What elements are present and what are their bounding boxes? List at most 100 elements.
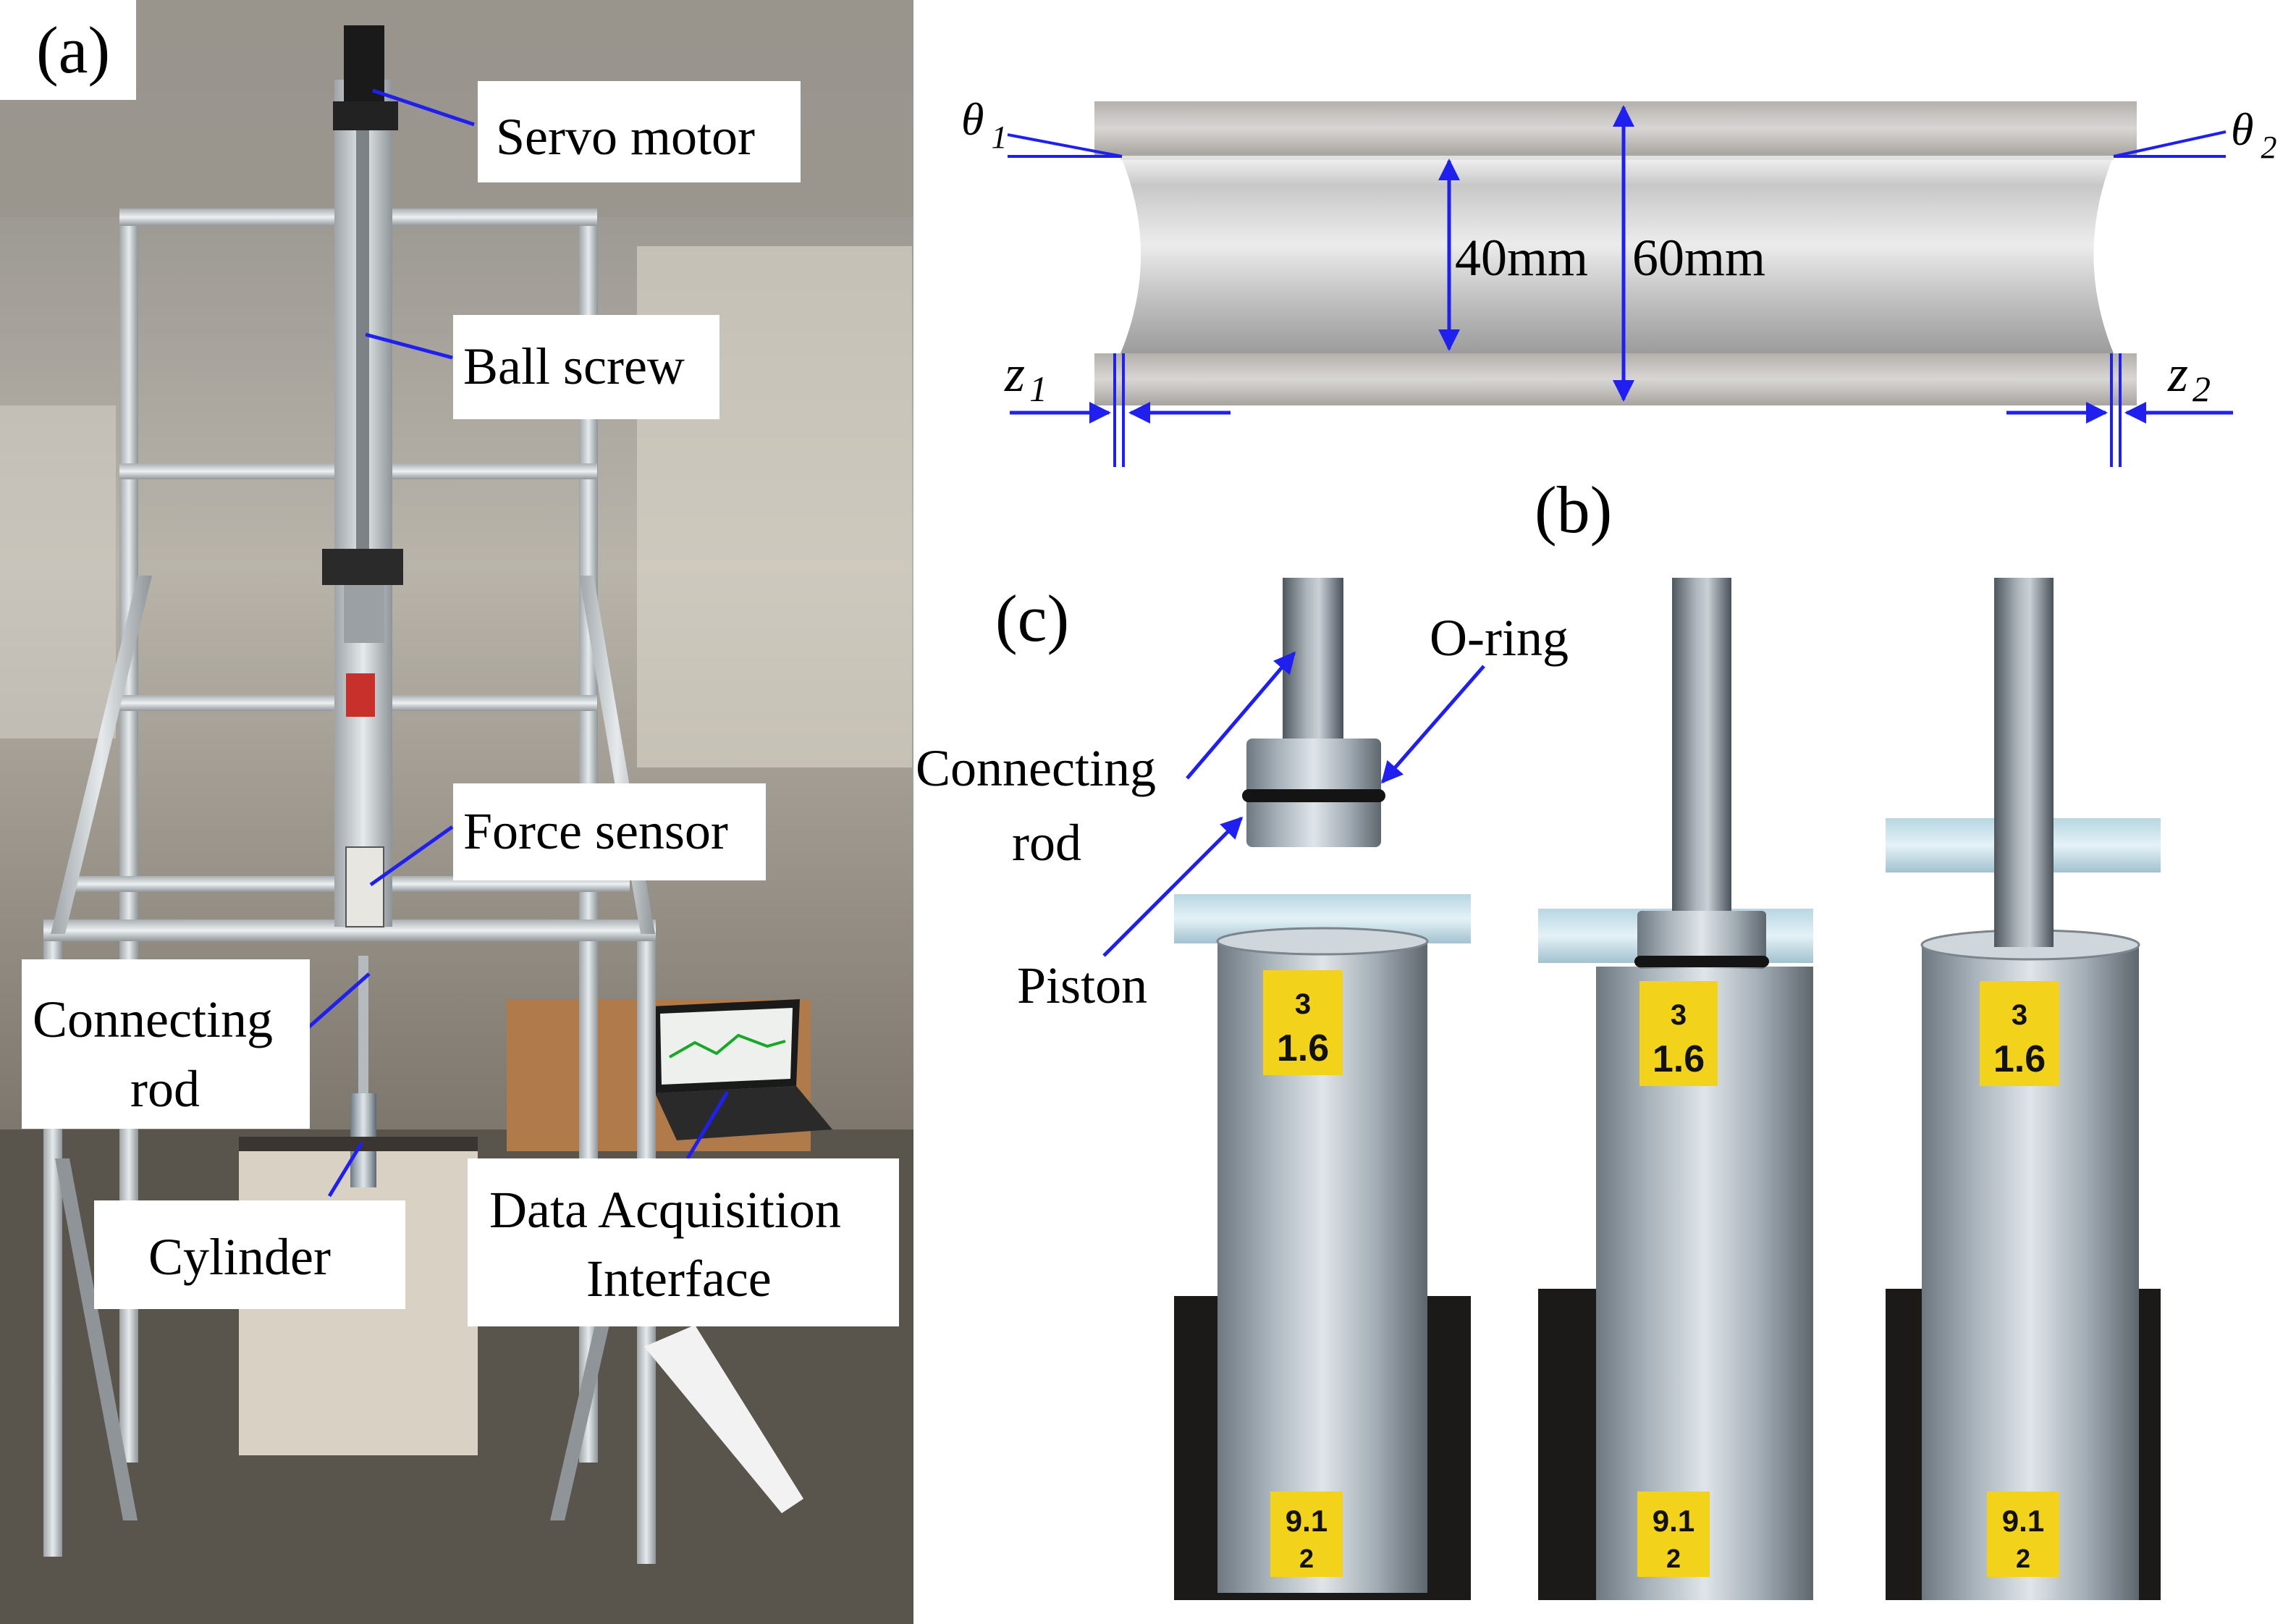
panel-b-label: (b) (1535, 473, 1612, 547)
cylinder-top-rim (1216, 927, 1429, 956)
cylinder-photo-1: 3 1.6 9.1 2 (1174, 894, 1471, 1600)
tag-bottom-line1: 9.1 (2002, 1504, 2044, 1538)
callout-box (478, 81, 801, 182)
callout-force-sensor: Force sensor (453, 783, 766, 880)
callout-box (453, 315, 719, 419)
tag-bottom (1987, 1492, 2059, 1577)
z1-sub: 1 (1029, 369, 1047, 409)
tag-top-line2: 1.6 (1277, 1027, 1329, 1069)
inner-diameter-label: 40mm (1455, 229, 1588, 287)
callout-servo-motor: Servo motor (478, 81, 801, 182)
o-ring (1242, 789, 1385, 802)
connecting-rod (1994, 578, 2054, 947)
cylinder-leader (327, 1141, 364, 1198)
carriage-plate (322, 549, 403, 585)
callout-daq: Data Acquisition Interface (468, 1158, 899, 1326)
laptop-keyboard (655, 1086, 832, 1140)
cylinder-photo-3: 3 1.6 9.1 2 (1886, 578, 2161, 1600)
theta2-base: θ (2231, 104, 2253, 155)
connecting-rod-label-line1: Connecting (33, 990, 273, 1048)
z2-sub: 2 (2192, 369, 2211, 409)
pc-connecting-rod-arrow (1186, 651, 1296, 780)
callout-ball-screw: Ball screw (453, 315, 719, 419)
tag-bottom-line2: 2 (1299, 1544, 1314, 1573)
panel-c-label: (c) (995, 581, 1069, 655)
daq-leader (685, 1090, 730, 1160)
sleeve-bore (1120, 156, 2114, 353)
tag-top-line1: 3 (1295, 988, 1311, 1020)
servo-motor-label: Servo motor (496, 108, 755, 166)
callout-box (94, 1200, 405, 1309)
theta1-base: θ (961, 93, 984, 145)
window-blur-left (0, 405, 116, 739)
bore-right-cutout (2093, 156, 2137, 353)
pc-connecting-rod-line2: rod (1012, 814, 1081, 872)
force-sensor-label: Force sensor (463, 802, 728, 860)
callout-connecting-rod: Connecting rod (22, 959, 310, 1129)
tag-bottom-line2: 2 (2016, 1544, 2030, 1573)
connecting-rod-photo (358, 956, 368, 1093)
piston-label: Piston (1017, 956, 1147, 1014)
callout-box (453, 783, 766, 880)
tag-bottom-line1: 9.1 (1286, 1504, 1328, 1538)
ball-screw-shaft (356, 130, 369, 565)
panel-a-callout-lines (306, 88, 730, 1198)
tag-top-line2: 1.6 (1653, 1038, 1705, 1080)
tag-bottom-line1: 9.1 (1653, 1504, 1694, 1538)
ball-screw-label: Ball screw (463, 337, 685, 395)
connecting-rod-label-line2: rod (130, 1060, 200, 1118)
sleeve-top-wall (1094, 101, 2137, 156)
tag-top-line1: 3 (2012, 999, 2027, 1031)
daq-label-line1: Data Acquisition (489, 1181, 841, 1239)
servo-motor-mount (333, 101, 398, 130)
o-ring-label: O-ring (1430, 609, 1569, 667)
z2-base: z (2167, 345, 2188, 403)
tag-top (1639, 981, 1718, 1086)
piston-assembly (1242, 578, 1385, 847)
daq-label-line2: Interface (586, 1250, 772, 1308)
piston-arrow (1102, 816, 1244, 957)
callout-box (468, 1158, 899, 1326)
stand-leg (644, 1325, 803, 1513)
piston-rod (1283, 578, 1343, 741)
ball-screw-leader (365, 332, 453, 360)
tag-bottom-line2: 2 (1666, 1544, 1681, 1573)
outer-diameter-label: 60mm (1632, 229, 1765, 287)
theta2-sub: 2 (2261, 130, 2276, 165)
panel-a-label: (a) (36, 13, 110, 87)
frame-brace (55, 1158, 138, 1520)
coupler-red (346, 673, 375, 717)
bore-top-edge (1120, 156, 2114, 160)
tag-bottom (1637, 1492, 1710, 1577)
o-ring-arrow (1381, 665, 1485, 784)
tag-top (1263, 970, 1343, 1075)
laptop-graph (669, 1033, 786, 1059)
carriage-block (344, 585, 384, 643)
bore-left-cutout (1094, 156, 1141, 353)
sleeve-bottom-wall (1094, 353, 2137, 405)
frame-brace (51, 576, 152, 934)
panel-a-label-bg (0, 0, 136, 100)
table-top (239, 1137, 478, 1151)
piston-body (1637, 911, 1766, 969)
z1-base: z (1004, 345, 1025, 403)
callout-box (22, 959, 310, 1129)
cylinder-photo-2: 3 1.6 9.1 2 (1538, 578, 1813, 1600)
connecting-rod (1672, 578, 1731, 914)
connecting-rod-leader (306, 972, 371, 1030)
pc-connecting-rod-line1: Connecting (916, 739, 1156, 797)
tag-top-line2: 1.6 (1993, 1038, 2046, 1080)
tag-top (1980, 981, 2059, 1086)
theta2-line-a (2113, 130, 2227, 158)
o-ring (1634, 956, 1769, 967)
cylinder-label: Cylinder (148, 1228, 331, 1286)
callout-cylinder: Cylinder (94, 1200, 405, 1309)
tag-top-line1: 3 (1671, 999, 1687, 1031)
theta1-sub: 1 (991, 119, 1007, 155)
